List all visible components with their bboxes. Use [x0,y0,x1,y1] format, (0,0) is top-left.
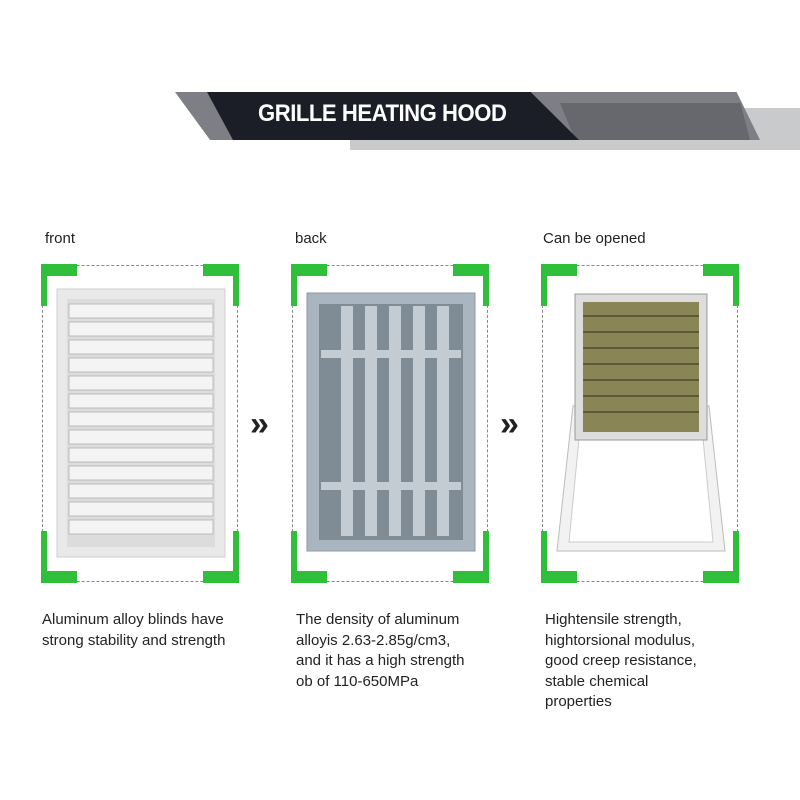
next-arrow-icon: » [500,405,519,443]
grille-front-image [56,288,226,558]
back-description: The density of aluminum alloyis 2.63-2.8… [296,611,465,690]
grille-opened-image [556,293,726,552]
panel-label-front: front [45,230,76,247]
banner [207,92,579,140]
banner-gray-stripe-2 [560,103,750,140]
front-description: Aluminum alloy blinds have strong stabil… [42,611,226,649]
opened-image-panel [541,264,739,583]
back-image-panel [291,264,489,583]
grille-back-image [306,292,476,552]
next-arrow-icon: » [250,405,269,443]
front-image-panel [41,264,239,583]
panel-label-back: back [295,230,327,247]
panel-label-opened: Can be opened [543,230,646,247]
page-title: GRILLE HEATING HOOD [258,100,507,127]
opened-description: Hightensile strength, hightorsional modu… [545,611,697,710]
